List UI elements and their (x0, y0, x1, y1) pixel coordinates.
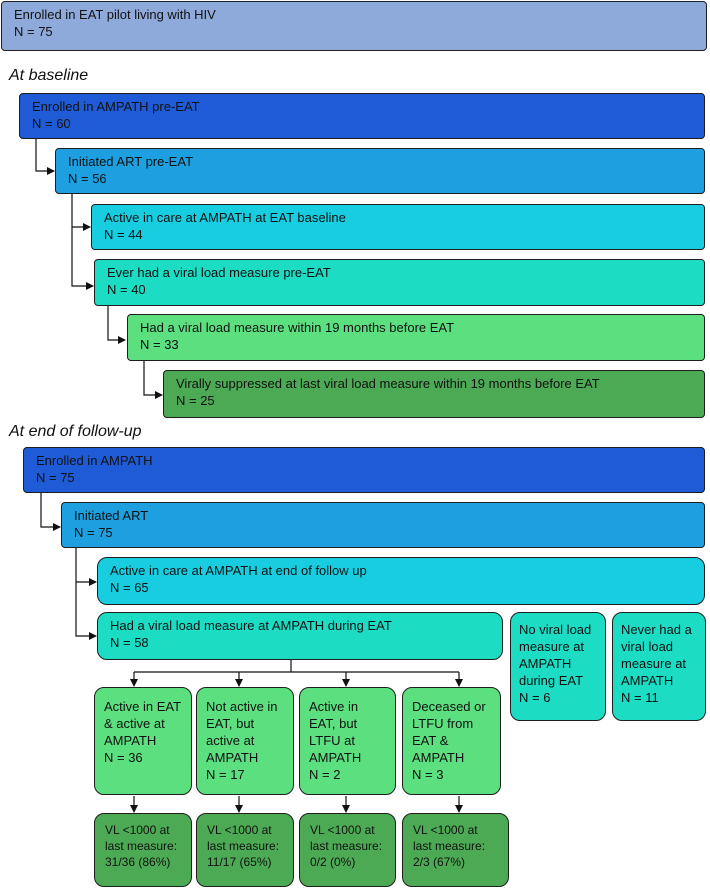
heading-end-of-follow-up: At end of follow-up (9, 423, 142, 440)
box-title: Had a viral load measure at AMPATH durin… (110, 618, 392, 633)
box-viral-load-during-eat: Had a viral load measure at AMPATH durin… (97, 612, 503, 660)
vl-result-text: VL <1000 at last measure: 11/17 (65%) (207, 823, 280, 869)
box-title: Active in EAT & active at AMPATH (104, 699, 181, 748)
box-initiated-art: Initiated ART N = 75 (61, 502, 705, 548)
box-count: N = 40 (107, 282, 146, 297)
box-no-viral-load: No viral load measure at AMPATH during E… (510, 612, 606, 721)
box-initiated-art-pre-eat: Initiated ART pre-EAT N = 56 (55, 148, 705, 194)
box-title: Virally suppressed at last viral load me… (176, 376, 600, 391)
box-count: N = 75 (36, 470, 75, 485)
box-count: N = 6 (519, 690, 551, 705)
box-count: N = 56 (68, 171, 107, 186)
box-enrolled-ampath: Enrolled in AMPATH N = 75 (23, 447, 705, 493)
box-count: N = 75 (14, 24, 53, 39)
box-group-active-eat-active-ampath: Active in EAT & active at AMPATH N = 36 (94, 687, 192, 795)
connector-baseline-5 (143, 361, 163, 399)
box-count: N = 65 (110, 580, 149, 595)
box-title: Enrolled in AMPATH (36, 453, 153, 468)
box-vl-result-4: VL <1000 at last measure: 2/3 (67%) (402, 813, 509, 887)
connector-baseline-3 (71, 227, 94, 290)
box-title: No viral load measure at AMPATH during E… (519, 622, 592, 688)
box-active-care-end: Active in care at AMPATH at end of follo… (97, 557, 705, 605)
box-group-deceased-ltfu: Deceased or LTFU from EAT & AMPATH N = 3 (402, 687, 501, 795)
vl-result-text: VL <1000 at last measure: 2/3 (67%) (413, 823, 486, 869)
box-title: Enrolled in AMPATH pre-EAT (32, 99, 200, 114)
connector-followup-1 (40, 493, 61, 531)
box-title: Initiated ART (74, 508, 149, 523)
box-count: N = 36 (104, 750, 143, 765)
box-count: N = 17 (206, 767, 245, 782)
box-title: Active in care at AMPATH at end of follo… (110, 563, 367, 578)
box-group-not-active-eat: Not active in EAT, but active at AMPATH … (196, 687, 294, 795)
box-title: Never had a viral load measure at AMPATH (621, 622, 692, 688)
box-virally-suppressed: Virally suppressed at last viral load me… (163, 370, 705, 418)
box-title: Deceased or LTFU from EAT & AMPATH (412, 699, 486, 765)
heading-at-baseline: At baseline (9, 67, 89, 84)
box-title: Had a viral load measure within 19 month… (140, 320, 455, 335)
box-count: N = 75 (74, 525, 113, 540)
box-title: Initiated ART pre-EAT (68, 154, 194, 169)
box-never-viral-load: Never had a viral load measure at AMPATH… (612, 612, 706, 721)
connector-followup-3 (75, 582, 97, 640)
box-count: N = 3 (412, 767, 444, 782)
vl-result-text: VL <1000 at last measure: 31/36 (86%) (105, 823, 178, 869)
box-count: N = 58 (110, 635, 149, 650)
box-count: N = 11 (621, 690, 659, 705)
box-vl-result-1: VL <1000 at last measure: 31/36 (86%) (94, 813, 192, 887)
connector-followup-2 (75, 548, 97, 586)
box-active-care-baseline: Active in care at AMPATH at EAT baseline… (91, 204, 705, 250)
box-enrolled-ampath-pre-eat: Enrolled in AMPATH pre-EAT N = 60 (19, 93, 705, 139)
box-vl-result-3: VL <1000 at last measure: 0/2 (0%) (299, 813, 396, 887)
box-title: Not active in EAT, but active at AMPATH (206, 699, 278, 765)
connector-baseline-4 (107, 306, 126, 344)
connector-baseline-2 (71, 194, 91, 231)
vl-result-text: VL <1000 at last measure: 0/2 (0%) (310, 823, 383, 869)
box-group-ltfu-ampath: Active in EAT, but LTFU at AMPATH N = 2 (299, 687, 396, 795)
box-viral-load-19-months: Had a viral load measure within 19 month… (127, 314, 705, 361)
box-vl-result-2: VL <1000 at last measure: 11/17 (65%) (196, 813, 294, 887)
box-title: Enrolled in EAT pilot living with HIV (14, 7, 216, 22)
box-count: N = 33 (140, 337, 179, 352)
box-title: Ever had a viral load measure pre-EAT (107, 265, 331, 280)
box-ever-viral-load: Ever had a viral load measure pre-EAT N … (94, 259, 705, 306)
box-count: N = 25 (176, 393, 215, 408)
box-enrolled-eat-pilot: Enrolled in EAT pilot living with HIV N … (1, 1, 707, 51)
box-title: Active in EAT, but LTFU at AMPATH (309, 699, 362, 765)
box-count: N = 60 (32, 116, 71, 131)
box-count: N = 44 (104, 227, 143, 242)
box-count: N = 2 (309, 767, 341, 782)
connector-baseline-1 (35, 138, 55, 175)
box-title: Active in care at AMPATH at EAT baseline (104, 210, 346, 225)
